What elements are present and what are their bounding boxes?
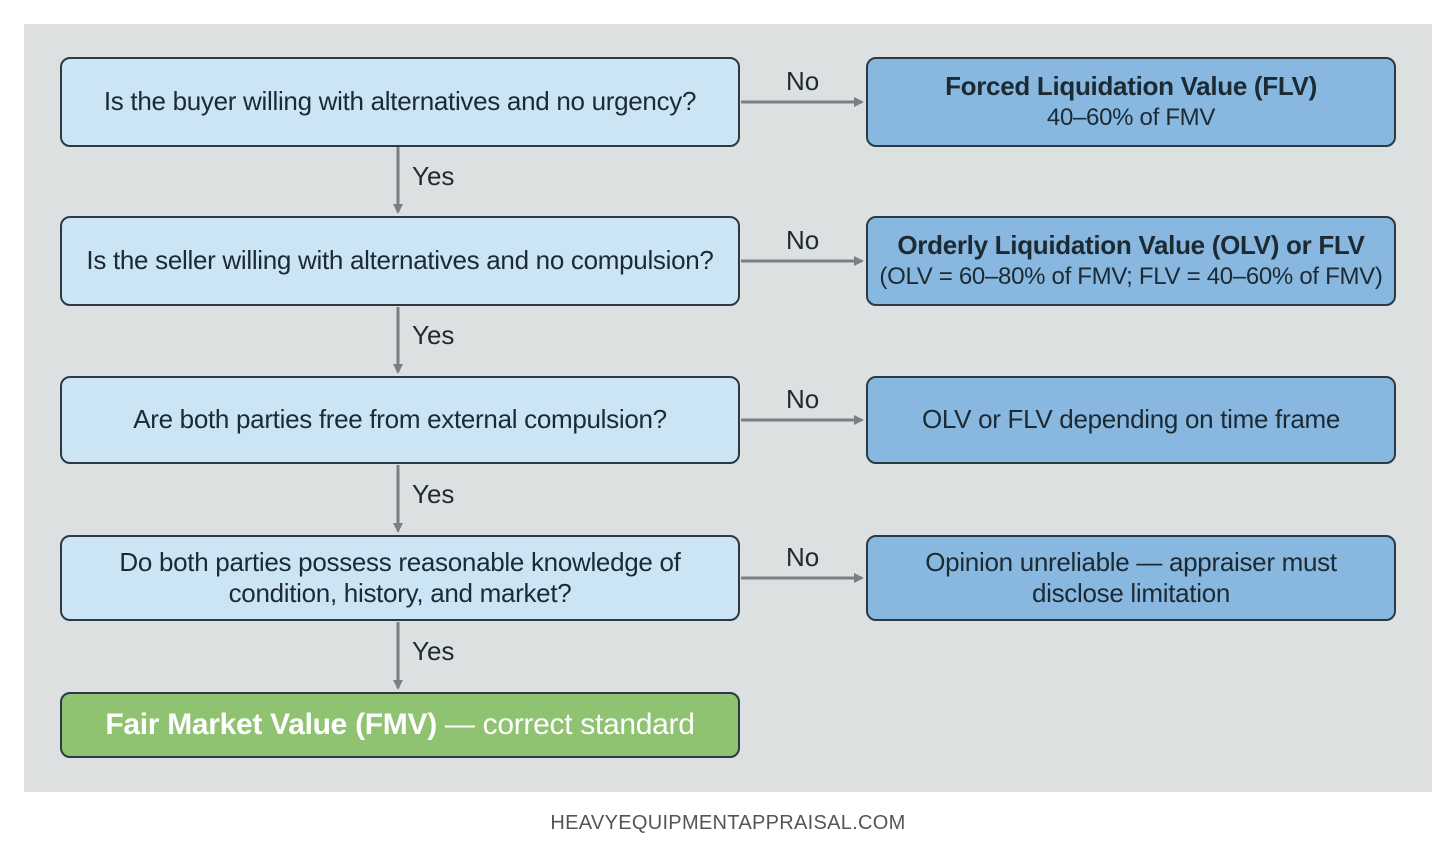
yes-label-1: Yes bbox=[412, 161, 455, 191]
question-text: Are both parties free from external comp… bbox=[133, 404, 667, 435]
final-fmv-title: Fair Market Value (FMV) bbox=[105, 708, 437, 741]
no-label-2: No bbox=[786, 225, 820, 255]
no-label-3: No bbox=[786, 384, 820, 414]
outcome-text-line-1: Opinion unreliable — appraiser must bbox=[925, 546, 1337, 577]
outcome-flv: Forced Liquidation Value (FLV) 40–60% of… bbox=[866, 57, 1396, 147]
footer-watermark: HEAVYEQUIPMENTAPPRAISAL.COM bbox=[550, 812, 906, 834]
question-text-line-1: Do both parties possess reasonable knowl… bbox=[119, 546, 681, 577]
question-buyer-willing: Is the buyer willing with alternatives a… bbox=[60, 57, 740, 147]
outcome-opinion-unreliable: Opinion unreliable — appraiser must disc… bbox=[866, 535, 1396, 621]
outcome-subtitle: 40–60% of FMV bbox=[1046, 104, 1216, 132]
outcome-text-line-2: disclose limitation bbox=[1031, 578, 1231, 608]
question-text: Is the seller willing with alternatives … bbox=[86, 245, 714, 276]
outcome-time-frame: OLV or FLV depending on time frame bbox=[866, 376, 1396, 464]
outcome-olv-or-flv: Orderly Liquidation Value (OLV) or FLV (… bbox=[866, 216, 1396, 306]
no-label-4: No bbox=[786, 542, 820, 572]
outcome-text: OLV or FLV depending on time frame bbox=[921, 404, 1341, 435]
question-seller-willing: Is the seller willing with alternatives … bbox=[60, 216, 740, 306]
question-text-line-2: condition, history, and market? bbox=[228, 578, 572, 608]
final-fmv-box: Fair Market Value (FMV) — correct standa… bbox=[60, 692, 740, 758]
question-reasonable-knowledge: Do both parties possess reasonable knowl… bbox=[60, 535, 740, 621]
outcome-subtitle: (OLV = 60–80% of FMV; FLV = 40–60% of FM… bbox=[879, 263, 1383, 291]
outcome-title: Orderly Liquidation Value (OLV) or FLV bbox=[897, 230, 1365, 260]
final-fmv-rest: — correct standard bbox=[436, 708, 695, 741]
yes-label-4: Yes bbox=[412, 636, 455, 666]
yes-label-2: Yes bbox=[412, 320, 455, 350]
outcome-title: Forced Liquidation Value (FLV) bbox=[945, 71, 1317, 101]
question-free-from-compulsion: Are both parties free from external comp… bbox=[60, 376, 740, 464]
yes-label-3: Yes bbox=[412, 479, 455, 509]
question-text: Is the buyer willing with alternatives a… bbox=[103, 86, 697, 117]
no-label-1: No bbox=[786, 66, 820, 96]
